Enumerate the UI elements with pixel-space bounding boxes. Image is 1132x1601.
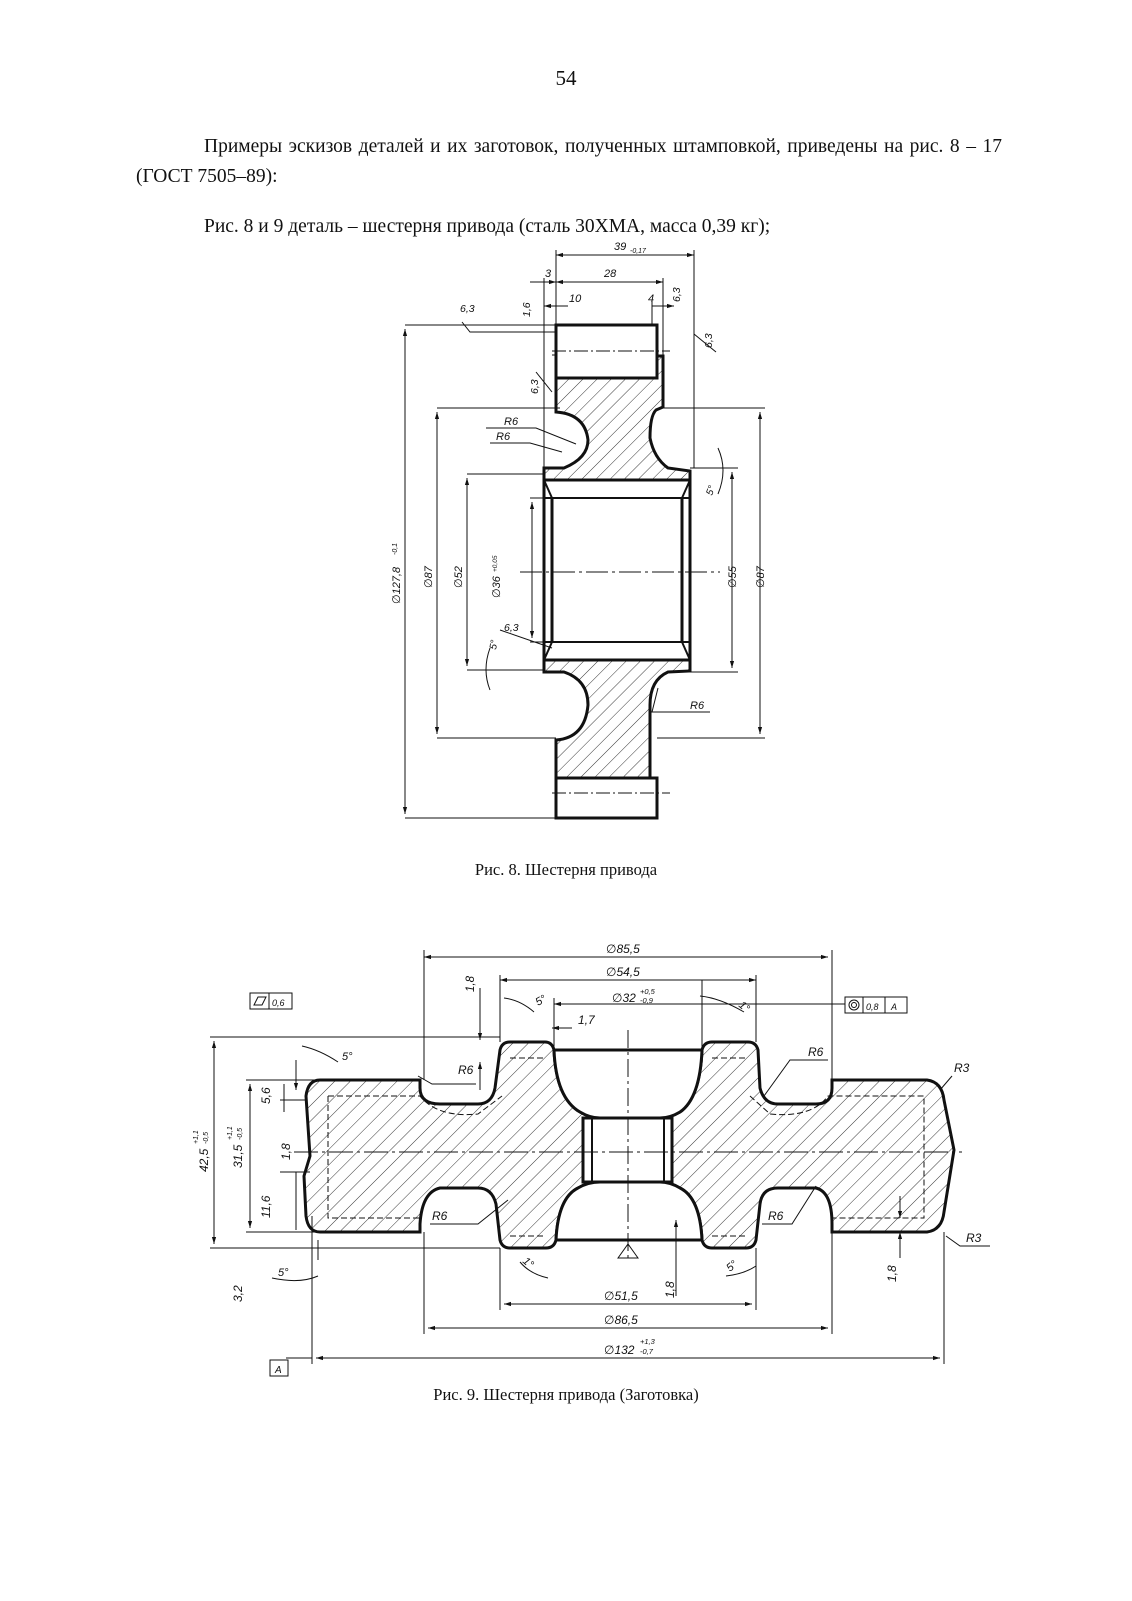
dim-32-tol-dn: -0,9 xyxy=(640,996,654,1005)
base-a-frame xyxy=(269,1359,289,1377)
dim-132: ∅132 xyxy=(604,1343,635,1357)
dim-5-6: 5,6 xyxy=(259,1087,273,1104)
dim-42-5: 42,5 xyxy=(197,1148,211,1172)
dim-od-127-8: ∅127,8 xyxy=(391,566,403,604)
radius-r6-bottom-left: R6 xyxy=(432,1209,448,1223)
dim-36: ∅36 xyxy=(491,575,503,598)
radius-r6-top-right: R6 xyxy=(808,1045,824,1059)
flatness-frame xyxy=(249,992,293,1010)
figure-9-dimension-lines xyxy=(210,950,990,1364)
angle-1-bottom-left: 1° xyxy=(520,1255,536,1271)
angle-5-bottom-far-left: 5° xyxy=(278,1267,289,1279)
page-number: 54 xyxy=(555,66,577,90)
dim-1-8-top: 1,8 xyxy=(465,975,477,992)
dim-1-8-left: 1,8 xyxy=(279,1143,293,1160)
dim-3-2: 3,2 xyxy=(231,1285,245,1302)
radius-r6-c: R6 xyxy=(690,700,705,712)
dim-51-5: ∅51,5 xyxy=(604,1289,638,1303)
radius-r6-a: R6 xyxy=(504,416,519,428)
radius-r6-bottom-right: R6 xyxy=(768,1209,784,1223)
angle-5-bottom-right: 5° xyxy=(724,1258,740,1274)
dim-132-tol-up: +1,3 xyxy=(640,1337,656,1346)
base-a-label: A xyxy=(274,1365,282,1376)
angle-1-top-right: 1° xyxy=(736,999,752,1015)
intro-paragraph: Примеры эскизов деталей и их заготовок, … xyxy=(136,136,1002,187)
dim-31-5: 31,5 xyxy=(231,1144,245,1168)
subtitle-paragraph: Рис. 8 и 9 деталь – шестерня привода (ст… xyxy=(204,216,771,237)
dim-3: 3 xyxy=(545,268,552,280)
dim-42-5-tol-up: +1,1 xyxy=(193,1130,200,1144)
concentricity-tolerance: 0,8 xyxy=(866,1002,879,1012)
angle-5-left: 5° xyxy=(488,639,500,650)
rough-6-3-right: 6,3 xyxy=(703,333,715,348)
gear-bore xyxy=(520,478,720,662)
dim-39: 39 xyxy=(614,241,626,253)
figure-8-caption: Рис. 8. Шестерня привода xyxy=(474,860,658,879)
radius-r6-top-left: R6 xyxy=(458,1063,474,1077)
figure-9-caption: Рис. 9. Шестерня привода (Заготовка) xyxy=(433,1385,699,1404)
dim-87-right: ∅87 xyxy=(755,565,767,588)
figure-8-dimension-lines xyxy=(402,250,765,819)
angle-5-right: 5° xyxy=(704,484,718,497)
dim-132-tol-dn: -0,7 xyxy=(640,1347,654,1356)
radius-r6-b: R6 xyxy=(496,431,511,443)
rough-6-3-bore: 6,3 xyxy=(504,622,519,634)
angle-5-top-left: 5° xyxy=(534,993,550,1009)
dim-10: 10 xyxy=(569,293,582,305)
dim-42-5-tol-dn: -0,5 xyxy=(203,1132,210,1144)
blank-body xyxy=(294,1030,962,1260)
dim-28: 28 xyxy=(603,268,617,280)
angle-5-top-far-left: 5° xyxy=(342,1051,353,1063)
gear-section-lower xyxy=(542,658,692,820)
flatness-icon xyxy=(253,996,267,1006)
dim-54-5: ∅54,5 xyxy=(606,965,640,979)
dim-1-7: 1,7 xyxy=(578,1013,596,1027)
radius-r3-bottom: R3 xyxy=(966,1231,982,1245)
dim-4: 4 xyxy=(648,293,654,305)
dim-32: ∅32 xyxy=(612,991,636,1005)
dim-31-5-tol-dn: -0,5 xyxy=(237,1128,244,1140)
flatness-tolerance: 0,6 xyxy=(272,998,285,1008)
rough-6-3-chamfer: 6,3 xyxy=(529,379,541,394)
dim-1-8-bottom: 1,8 xyxy=(663,1281,677,1298)
dim-36-tol: +0,05 xyxy=(492,555,499,572)
gear-section-upper xyxy=(542,323,692,482)
rough-6-3-top: 6,3 xyxy=(671,287,683,302)
dim-55: ∅55 xyxy=(727,565,739,588)
dim-1-6: 1,6 xyxy=(521,302,533,317)
dim-31-5-tol-up: +1,1 xyxy=(227,1126,234,1140)
dim-11-6: 11,6 xyxy=(259,1195,273,1218)
dim-87-left: ∅87 xyxy=(423,565,435,588)
concentricity-base: A xyxy=(890,1002,897,1012)
dim-od-127-8-tol: -0,1 xyxy=(392,543,399,555)
concentricity-frame xyxy=(844,996,908,1014)
rough-6-3-left: 6,3 xyxy=(460,303,475,315)
dim-1-8-right: 1,8 xyxy=(885,1265,899,1282)
dim-86-5: ∅86,5 xyxy=(604,1313,638,1327)
radius-r3-top: R3 xyxy=(954,1061,970,1075)
dim-39-tol: -0,17 xyxy=(630,248,647,255)
dim-52: ∅52 xyxy=(453,566,465,588)
concentricity-icon xyxy=(848,999,860,1011)
dim-32-tol-up: +0,5 xyxy=(640,987,656,996)
dim-85-5: ∅85,5 xyxy=(606,942,640,956)
